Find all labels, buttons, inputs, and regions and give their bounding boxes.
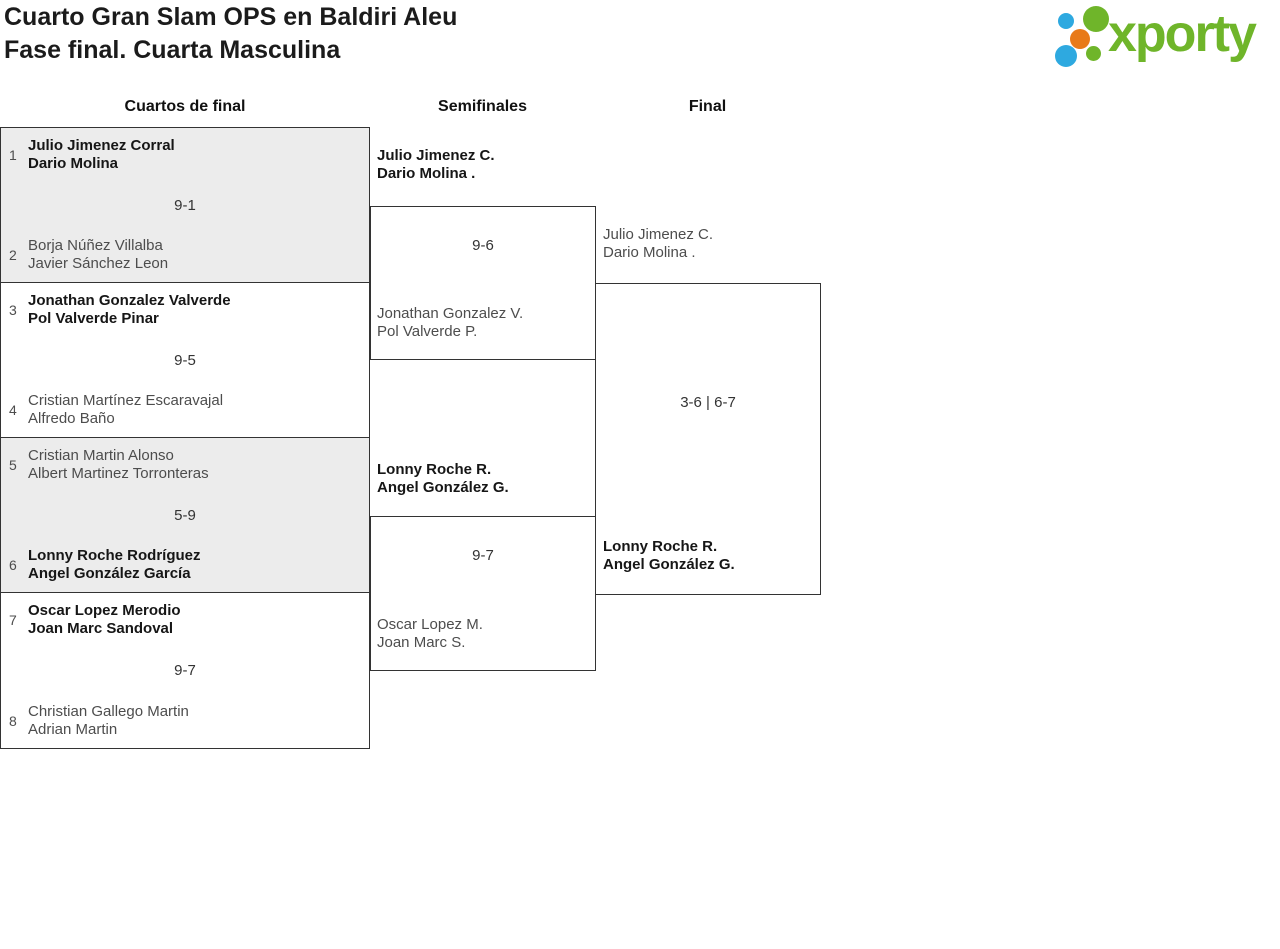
match-score: 9-7 — [472, 547, 494, 564]
logo-dot-icon — [1083, 6, 1109, 32]
team-row: 1 Julio Jimenez Corral Dario Molina — [1, 137, 369, 173]
page-header: Cuarto Gran Slam OPS en Baldiri Aleu Fas… — [4, 1, 457, 67]
round-label-final: Final — [688, 98, 727, 115]
logo-dot-icon — [1070, 29, 1090, 49]
seed-number: 8 — [9, 713, 17, 729]
match-score: 9-7 — [174, 662, 196, 679]
player-name: Dario Molina . — [377, 165, 476, 182]
player-name: Christian Gallego Martin — [28, 703, 189, 720]
final-match: 3-6 | 6-7 Lonny Roche R. Angel González … — [595, 283, 821, 595]
team-row: 4 Cristian Martínez Escaravajal Alfredo … — [1, 392, 369, 428]
team-row: 5 Cristian Martin Alonso Albert Martinez… — [1, 447, 369, 483]
round-label-quarterfinals: Cuartos de final — [124, 98, 246, 115]
player-name: Joan Marc Sandoval — [28, 620, 174, 637]
tournament-subtitle: Fase final. Cuarta Masculina — [4, 36, 341, 64]
player-name: Angel González García — [28, 565, 191, 582]
player-name: Lonny Roche R. — [603, 538, 718, 555]
player-name: Julio Jimenez C. — [377, 147, 495, 164]
team-row: 6 Lonny Roche Rodríguez Angel González G… — [1, 547, 369, 583]
player-name: Alfredo Baño — [28, 410, 115, 427]
team-row: 3 Jonathan Gonzalez Valverde Pol Valverd… — [1, 292, 369, 328]
player-name: Dario Molina . — [603, 244, 696, 261]
semifinal-match-1: 9-6 Jonathan Gonzalez V. Pol Valverde P. — [370, 206, 596, 360]
quarterfinal-match-4: 7 Oscar Lopez Merodio Joan Marc Sandoval… — [1, 593, 369, 748]
quarterfinal-match-3: 5 Cristian Martin Alonso Albert Martinez… — [1, 438, 369, 593]
team-names: Cristian Martínez Escaravajal Alfredo Ba… — [28, 392, 223, 428]
match-score: 9-5 — [174, 351, 196, 369]
seed-number: 3 — [9, 302, 17, 318]
tournament-title: Cuarto Gran Slam OPS en Baldiri Aleu — [4, 3, 458, 31]
team-names: Christian Gallego Martin Adrian Martin — [28, 703, 189, 739]
seed-number: 5 — [9, 457, 17, 473]
team-names: Cristian Martin Alonso Albert Martinez T… — [28, 447, 209, 483]
player-name: Lonny Roche Rodríguez — [28, 547, 201, 564]
seed-number: 7 — [9, 612, 17, 628]
player-name: Joan Marc S. — [377, 634, 466, 651]
player-name: Albert Martinez Torronteras — [28, 465, 209, 482]
seed-number: 4 — [9, 402, 17, 418]
seed-number: 2 — [9, 247, 17, 263]
player-name: Pol Valverde Pinar — [28, 310, 159, 327]
team-names: Oscar Lopez Merodio Joan Marc Sandoval — [28, 602, 181, 638]
semifinal-1-team-bottom: Jonathan Gonzalez V. Pol Valverde P. — [377, 305, 523, 341]
team-names: Jonathan Gonzalez Valverde Pol Valverde … — [28, 292, 231, 328]
semifinal-2-team-top: Lonny Roche R. Angel González G. — [377, 461, 509, 497]
team-names: Lonny Roche Rodríguez Angel González Gar… — [28, 547, 201, 583]
player-name: Cristian Martínez Escaravajal — [28, 392, 224, 409]
match-score: 5-9 — [174, 506, 196, 524]
player-name: Pol Valverde P. — [377, 323, 478, 340]
round-label-semifinals: Semifinales — [438, 98, 527, 115]
logo-dot-icon — [1055, 45, 1077, 67]
logo-dot-icon — [1086, 46, 1101, 61]
team-names: Borja Núñez Villalba Javier Sánchez Leon — [28, 237, 168, 273]
team-names: Julio Jimenez Corral Dario Molina — [28, 137, 175, 173]
xporty-logo[interactable]: xporty — [1050, 0, 1276, 72]
semifinal-match-2: 9-7 Oscar Lopez M. Joan Marc S. — [370, 516, 596, 671]
match-score: 9-1 — [174, 196, 196, 214]
seed-number: 6 — [9, 557, 17, 573]
player-name: Oscar Lopez Merodio — [28, 602, 181, 619]
logo-wordmark: xporty — [1108, 5, 1257, 63]
team-row: 8 Christian Gallego Martin Adrian Martin — [1, 703, 369, 739]
match-score: 3-6 | 6-7 — [680, 394, 736, 411]
player-name: Lonny Roche R. — [377, 461, 492, 478]
player-name: Angel González G. — [377, 479, 509, 496]
player-name: Adrian Martin — [28, 721, 118, 738]
match-score: 9-6 — [472, 237, 494, 254]
semifinal-2-team-bottom: Oscar Lopez M. Joan Marc S. — [377, 616, 483, 652]
team-row: 2 Borja Núñez Villalba Javier Sánchez Le… — [1, 237, 369, 273]
player-name: Dario Molina — [28, 155, 119, 172]
quarterfinals-column: 1 Julio Jimenez Corral Dario Molina 9-1 … — [0, 127, 370, 749]
player-name: Jonathan Gonzalez V. — [377, 305, 524, 322]
final-team-top: Julio Jimenez C. Dario Molina . — [603, 226, 713, 262]
player-name: Julio Jimenez Corral — [28, 137, 175, 154]
seed-number: 1 — [9, 147, 17, 163]
player-name: Angel González G. — [603, 556, 735, 573]
team-row: 7 Oscar Lopez Merodio Joan Marc Sandoval — [1, 602, 369, 638]
semifinal-1-team-top: Julio Jimenez C. Dario Molina . — [377, 147, 495, 183]
quarterfinal-match-2: 3 Jonathan Gonzalez Valverde Pol Valverd… — [1, 283, 369, 438]
player-name: Borja Núñez Villalba — [28, 237, 163, 254]
player-name: Cristian Martin Alonso — [28, 447, 174, 464]
player-name: Javier Sánchez Leon — [28, 255, 169, 272]
player-name: Oscar Lopez M. — [377, 616, 483, 633]
final-team-bottom: Lonny Roche R. Angel González G. — [603, 538, 735, 574]
player-name: Julio Jimenez C. — [603, 226, 714, 243]
player-name: Jonathan Gonzalez Valverde — [28, 292, 231, 309]
logo-dot-icon — [1058, 13, 1074, 29]
quarterfinal-match-1: 1 Julio Jimenez Corral Dario Molina 9-1 … — [1, 128, 369, 283]
